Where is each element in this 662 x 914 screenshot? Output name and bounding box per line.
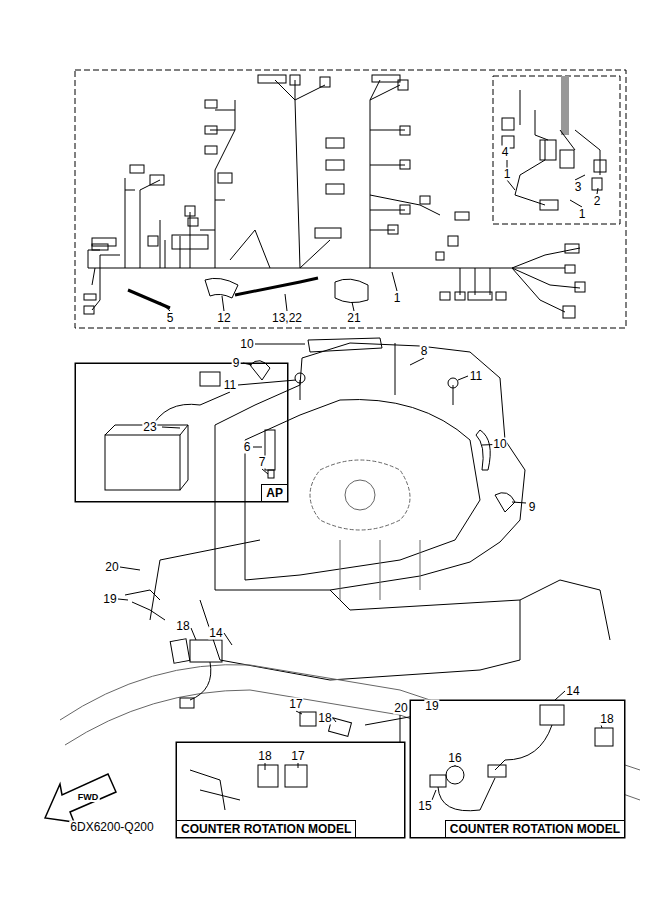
callout-number: 18 <box>175 620 190 633</box>
callout-number: 2 <box>593 195 602 208</box>
callout-number: 14 <box>565 685 580 698</box>
callout-number: 15 <box>417 800 432 813</box>
callout-number: 11 <box>469 370 483 383</box>
callout-number: 1 <box>578 208 587 221</box>
callout-number: 7 <box>258 456 267 469</box>
callout-number: 23 <box>142 421 157 434</box>
callout-number: 21 <box>346 312 361 325</box>
callout-number: 20 <box>393 702 408 715</box>
callout-number: 18 <box>317 712 332 725</box>
callout-number: 5 <box>166 312 175 325</box>
inset-band-title: AP <box>261 484 287 501</box>
callout-number: 6 <box>243 441 252 454</box>
callout-number: 10 <box>492 438 507 451</box>
callout-number: 16 <box>447 752 462 765</box>
callout-number: 1 <box>393 292 402 305</box>
callout-number: 4 <box>501 146 510 159</box>
inset-box: COUNTER ROTATION MODEL <box>410 700 625 838</box>
inset-band-title: COUNTER ROTATION MODEL <box>445 820 624 837</box>
diagram-code: 6DX6200-Q200 <box>69 821 154 834</box>
callout-number: 3 <box>574 181 583 194</box>
callout-number: 19 <box>102 593 117 606</box>
callout-number: 13,22 <box>271 312 303 325</box>
callout-number: 14 <box>208 627 223 640</box>
callout-number: 9 <box>528 501 537 514</box>
callout-number: 19 <box>424 700 439 713</box>
callout-number: 18 <box>599 713 614 726</box>
callout-number: 18 <box>257 750 272 763</box>
callout-number: 20 <box>104 561 119 574</box>
callout-number: 9 <box>232 357 241 370</box>
callout-number: 10 <box>239 338 254 351</box>
inset-band-title: COUNTER ROTATION MODEL <box>177 820 356 837</box>
callout-number: 12 <box>216 312 231 325</box>
direction-label: FWD <box>77 792 100 802</box>
callout-number: 17 <box>290 750 305 763</box>
callout-number: 17 <box>288 698 303 711</box>
callout-number: 1 <box>503 168 512 181</box>
inset-box: AP <box>75 363 288 502</box>
callout-number: 8 <box>420 345 429 358</box>
callout-number: 11 <box>223 379 237 392</box>
